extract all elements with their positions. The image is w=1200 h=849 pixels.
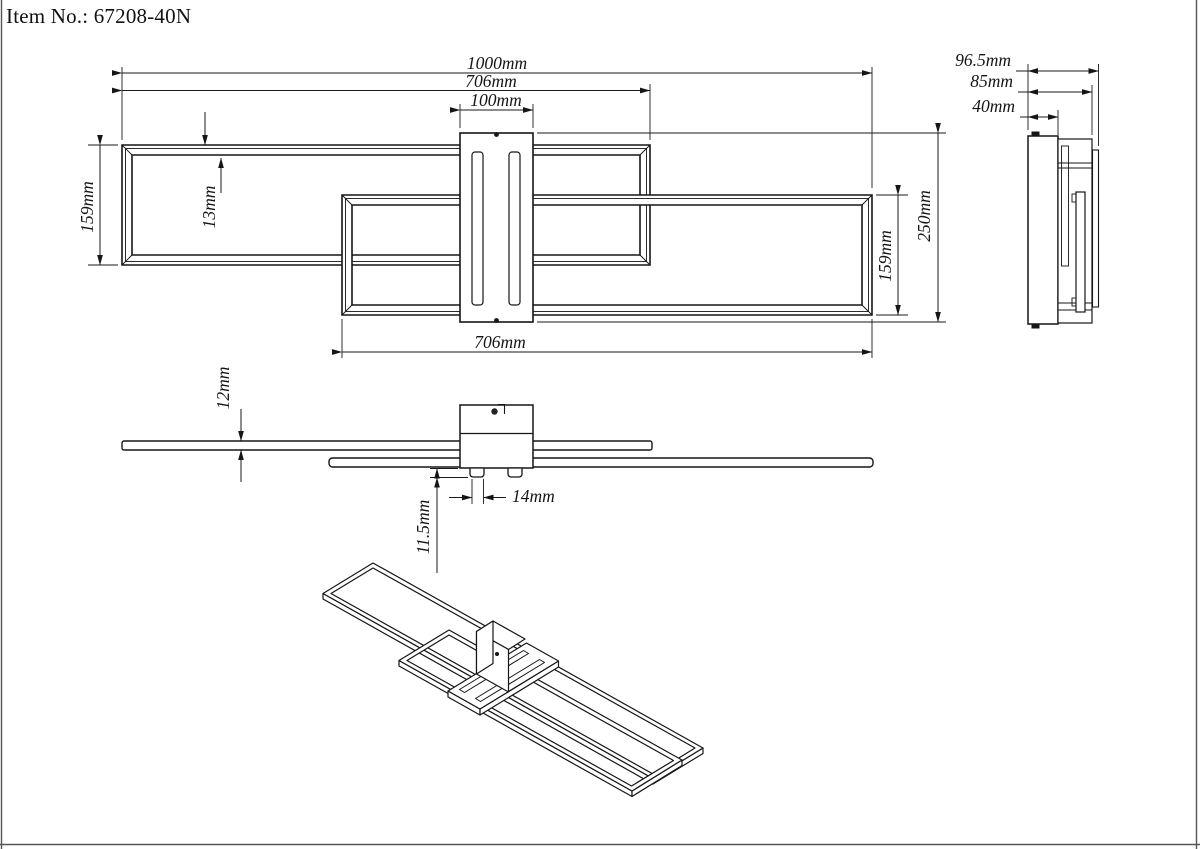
dim-frame-profile: 13mm	[199, 186, 219, 229]
dim-profile-thickness: 12mm	[213, 367, 233, 410]
iso-canopy-dot	[495, 652, 499, 656]
side-view-dimension-lines	[1016, 68, 1099, 120]
isometric-view	[322, 562, 704, 798]
side-view: 96.5mm 85mm 40mm	[955, 50, 1100, 329]
side-top-nub	[1031, 131, 1040, 136]
side-bottom-nub	[1031, 324, 1040, 329]
dim-lower-frame-width: 706mm	[474, 332, 526, 352]
cable-gland-icon	[491, 408, 498, 415]
mount-dot-bottom	[494, 318, 499, 323]
dim-foot-offset: 11.5mm	[413, 500, 433, 555]
item-number: Item No.: 67208-40N	[6, 4, 192, 28]
side-canopy-plate	[1027, 135, 1059, 325]
dim-overall-depth: 250mm	[914, 190, 934, 242]
iso-canopy-side	[475, 620, 494, 675]
side-inner-bracket	[1061, 145, 1069, 267]
dim-upper-frame-width: 706mm	[465, 71, 517, 91]
side-body	[1057, 138, 1093, 324]
iso-frame-b	[398, 629, 683, 792]
front-foot-right	[507, 467, 523, 478]
dim-canopy-depth: 40mm	[972, 96, 1015, 116]
front-upper-bar	[121, 440, 653, 451]
lower-frame	[341, 194, 873, 316]
dim-overall-width: 1000mm	[467, 53, 527, 73]
dim-canopy-width: 100mm	[470, 90, 522, 110]
cable-gland-bracket	[498, 403, 506, 414]
side-frame-panel	[1091, 149, 1100, 308]
top-view-dimension-lines	[97, 70, 941, 355]
top-view-extension-lines	[88, 67, 946, 358]
front-view: 12mm 14mm 11.5mm	[121, 367, 874, 573]
dim-body-depth: 85mm	[970, 71, 1013, 91]
dim-left-frame-height: 159mm	[77, 181, 97, 233]
top-view: 1000mm 706mm 100mm 159mm 13mm 159mm 250m…	[77, 53, 946, 358]
led-slot-left	[471, 151, 484, 306]
front-view-dimension-lines	[238, 409, 506, 573]
mount-dot-top	[494, 132, 499, 137]
side-frame-profile	[1075, 191, 1086, 313]
dim-slot-width: 14mm	[512, 486, 555, 506]
led-slot-right	[508, 151, 521, 306]
front-lower-bar	[328, 457, 874, 468]
dim-right-frame-height: 159mm	[875, 230, 895, 282]
front-foot-left	[469, 467, 485, 478]
front-canopy	[459, 404, 534, 469]
canopy-plate-top	[459, 132, 534, 323]
dim-total-depth: 96.5mm	[955, 50, 1011, 70]
